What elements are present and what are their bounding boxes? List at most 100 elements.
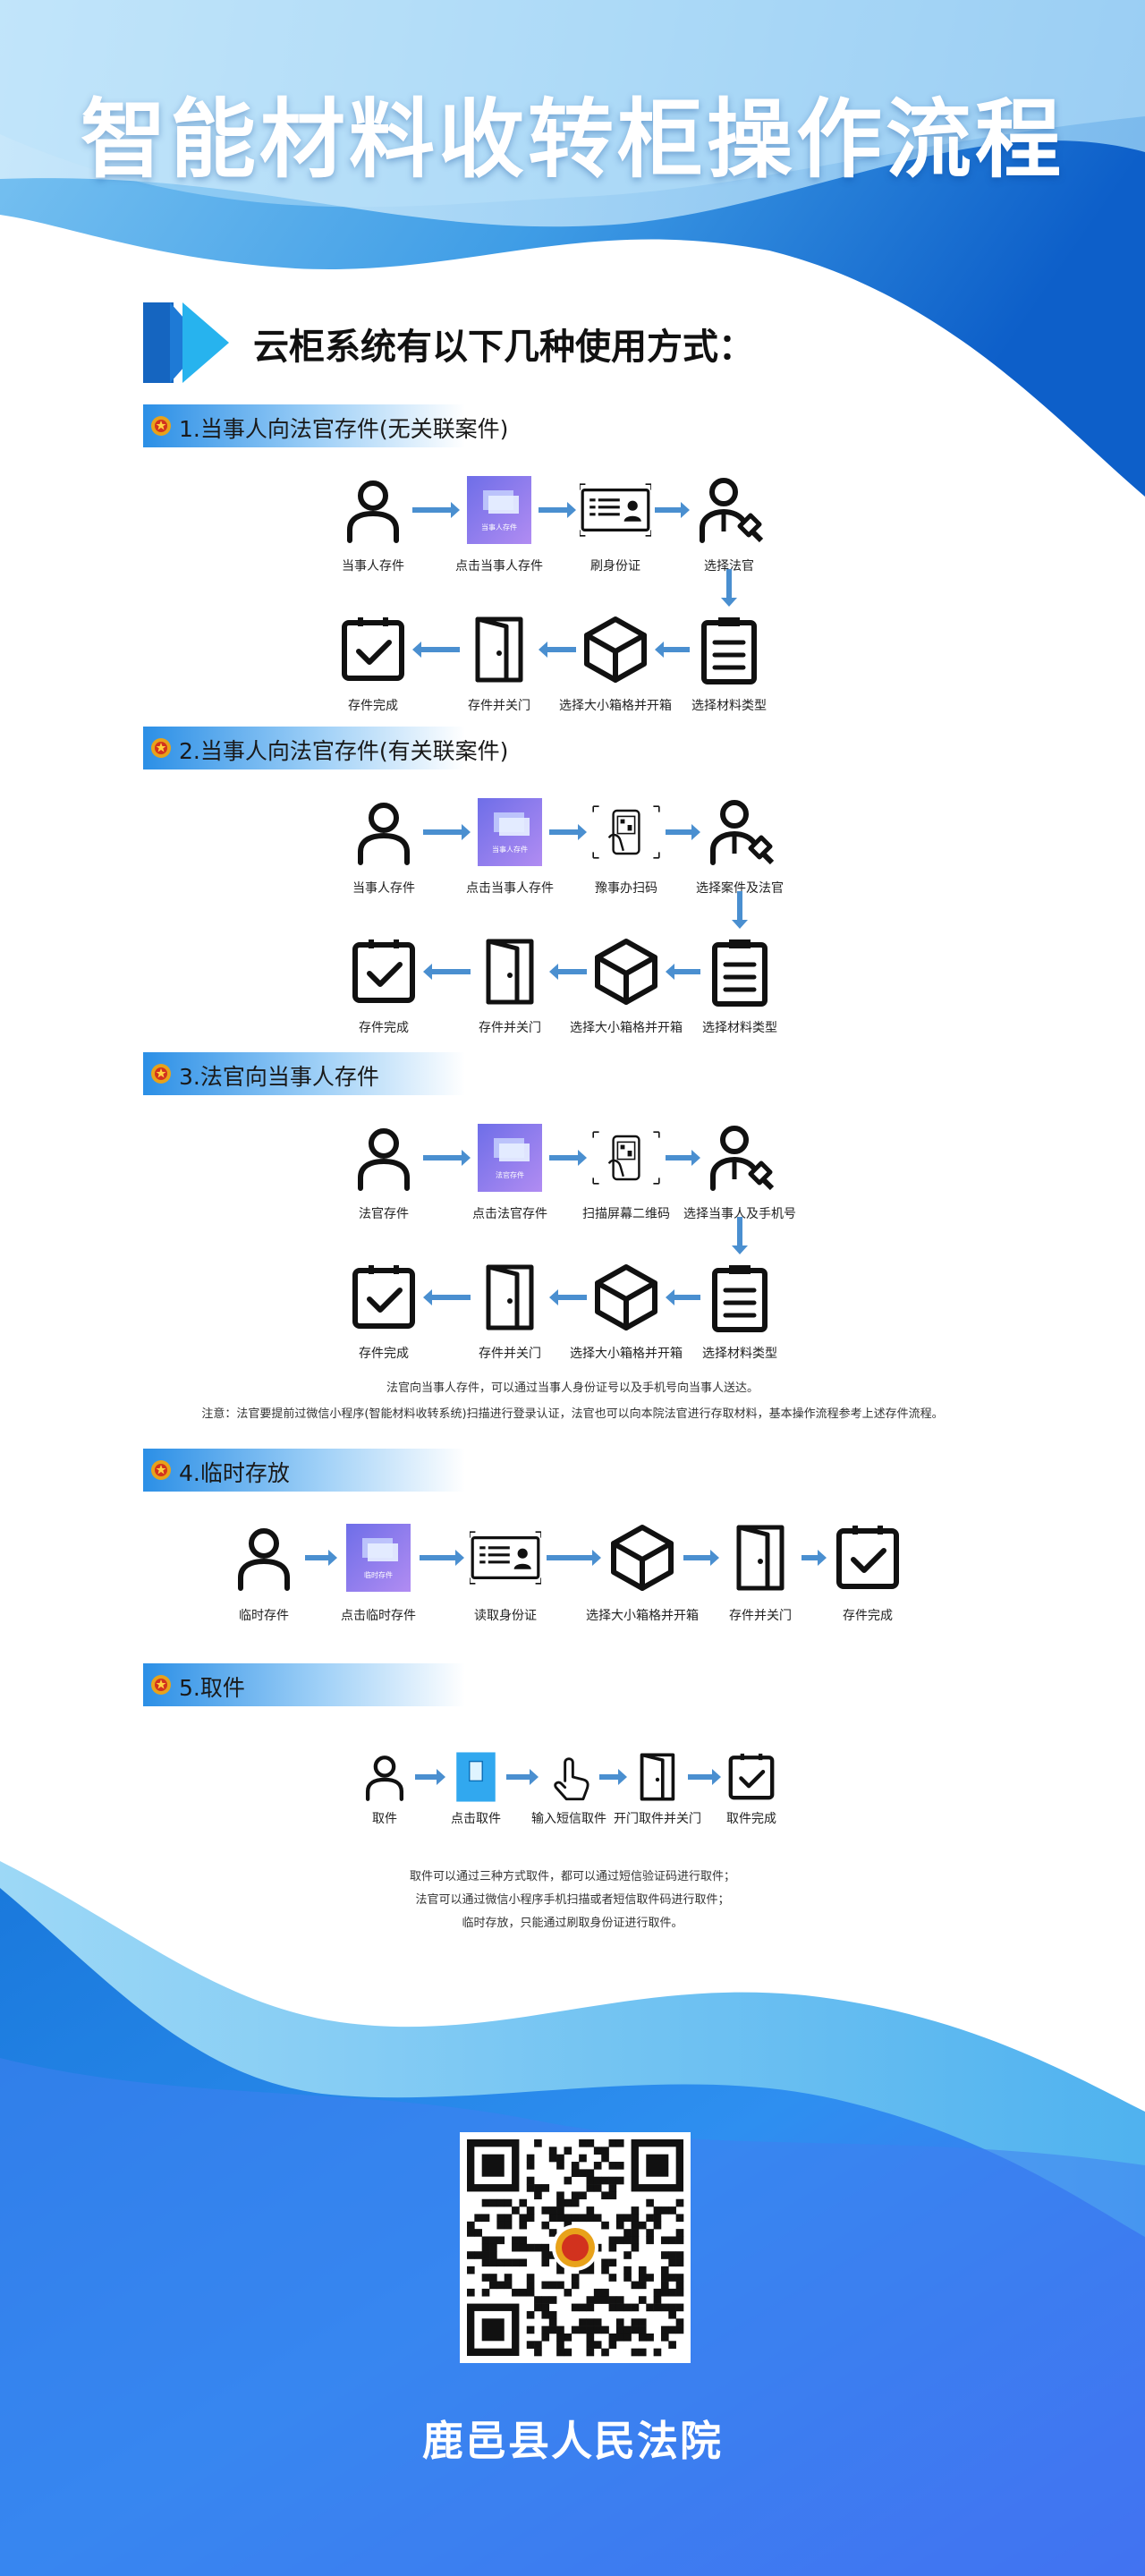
step-label: 选择大小箱格并开箱 [570,1347,683,1361]
step-label: 选择大小箱格并开箱 [586,1609,699,1623]
court-name: 鹿邑县人民法院 [422,2417,723,2465]
flow-arrow-icon [539,642,576,658]
box-icon [590,1262,662,1333]
step-label: 存件并关门 [479,1021,541,1035]
flow-arrow-icon [506,1769,539,1785]
door-icon [474,936,546,1007]
door-icon [463,614,535,685]
check-icon [348,1262,420,1333]
door-icon [725,1522,796,1594]
section-heading-3: 3.法官向当事人存件 [143,1052,465,1095]
person-icon [348,796,420,868]
check-icon [348,936,420,1007]
flow-arrow-icon [305,1550,337,1566]
flow-arrow-icon [549,964,587,980]
court-emblem-icon [151,1064,171,1084]
svg-text:临时存件: 临时存件 [364,1570,393,1579]
flow-arrow-icon [423,1150,471,1166]
phone-qr-icon [590,1122,662,1194]
flow-arrow-icon [547,1550,601,1566]
check-icon [725,1751,777,1803]
section-heading-1: 1.当事人向法官存件(无关联案件) [143,404,508,447]
flow-arrow-icon [666,1289,700,1305]
door-icon [632,1751,683,1803]
clipboard-list-icon [693,614,765,685]
qr-code [460,2132,691,2363]
step-label: 选择大小箱格并开箱 [559,699,672,713]
court-emblem-icon [151,1675,171,1695]
note-text: 取件可以通过三种方式取件，都可以通过短信验证码进行取件； [409,1870,735,1883]
svg-text:法官存件: 法官存件 [496,1170,524,1179]
note-text: 注意：法官要提前过微信小程序(智能材料收转系统)扫描进行登录认证，法官也可以向本… [201,1407,944,1421]
court-emblem-icon [151,738,171,758]
step-label: 存件并关门 [729,1609,792,1623]
judge-icon [704,796,776,868]
door-icon [474,1262,546,1333]
svg-text:当事人存件: 当事人存件 [481,523,517,531]
flow-arrow-icon [539,502,576,518]
check-icon [337,614,409,685]
id-card-icon [469,1522,542,1594]
flow-arrow-icon [732,891,748,929]
step-label: 选择法官 [704,559,754,574]
step-label: 点击当事人存件 [466,881,554,896]
section-heading-4: 4.临时存放 [143,1449,465,1492]
step-label: 存件完成 [359,1021,409,1035]
flow-arrow-icon [549,824,587,840]
step-label: 临时存件 [239,1609,289,1623]
person-icon [337,474,409,546]
step-label: 存件完成 [359,1347,409,1361]
flow-arrow-icon [802,1550,827,1566]
clipboard-list-icon [704,936,776,1007]
check-icon [832,1522,903,1594]
step-label: 点击法官存件 [472,1207,547,1221]
flow-arrow-icon [666,1150,700,1166]
page-title: 智能材料收转柜操作流程 [81,89,1064,190]
step-label: 取件 [372,1812,397,1826]
step-label: 点击临时存件 [341,1609,416,1623]
step-label: 选择材料类型 [702,1347,777,1361]
flow-arrow-icon [412,642,460,658]
flow-arrow-icon [666,964,700,980]
step-label: 扫描屏幕二维码 [582,1207,670,1221]
qr-code-icon [460,2132,691,2363]
step-label: 法官存件 [359,1207,409,1221]
flow-arrow-icon [412,502,460,518]
touch-icon [543,1751,595,1803]
svg-text:当事人存件: 当事人存件 [492,845,528,854]
step-label: 存件完成 [348,699,398,713]
court-emblem-icon [151,416,171,436]
step-label: 点击取件 [451,1812,501,1826]
step-label: 当事人存件 [352,881,415,896]
step-label: 取件完成 [726,1812,776,1826]
flow-arrow-icon [655,502,690,518]
flow-arrow-icon [732,1217,748,1254]
person-icon [359,1751,411,1803]
flow-arrow-icon [683,1550,719,1566]
step-label: 选择材料类型 [702,1021,777,1035]
section-intro-heading: 云柜系统有以下几种使用方式： [253,327,754,368]
step-label: 刷身份证 [590,559,640,574]
flow-arrow-icon [666,824,700,840]
flow-arrow-icon [423,824,471,840]
note-text: 法官可以通过微信小程序手机扫描或者短信取件码进行取件； [415,1893,730,1907]
step-label: 选择案件及法官 [696,881,784,896]
note-text: 临时存放，只能通过刷取身份证进行取件。 [462,1917,683,1930]
box-icon [606,1522,678,1594]
phone-scan-icon [590,796,662,868]
person-icon [228,1522,300,1594]
step-label: 输入短信取件 [531,1812,606,1826]
section-heading-2: 2.当事人向法官存件(有关联案件) [143,727,508,769]
step-label: 豫事办扫码 [595,881,657,896]
person-icon [348,1122,420,1194]
screen-blue-icon [450,1751,502,1803]
step-label: 存件完成 [843,1609,893,1623]
flow-arrow-icon [423,964,471,980]
flow-arrow-icon [549,1289,587,1305]
box-icon [590,936,662,1007]
step-label: 选择当事人及手机号 [683,1207,796,1221]
flow-arrow-icon [655,642,690,658]
flow-arrow-icon [599,1769,627,1785]
